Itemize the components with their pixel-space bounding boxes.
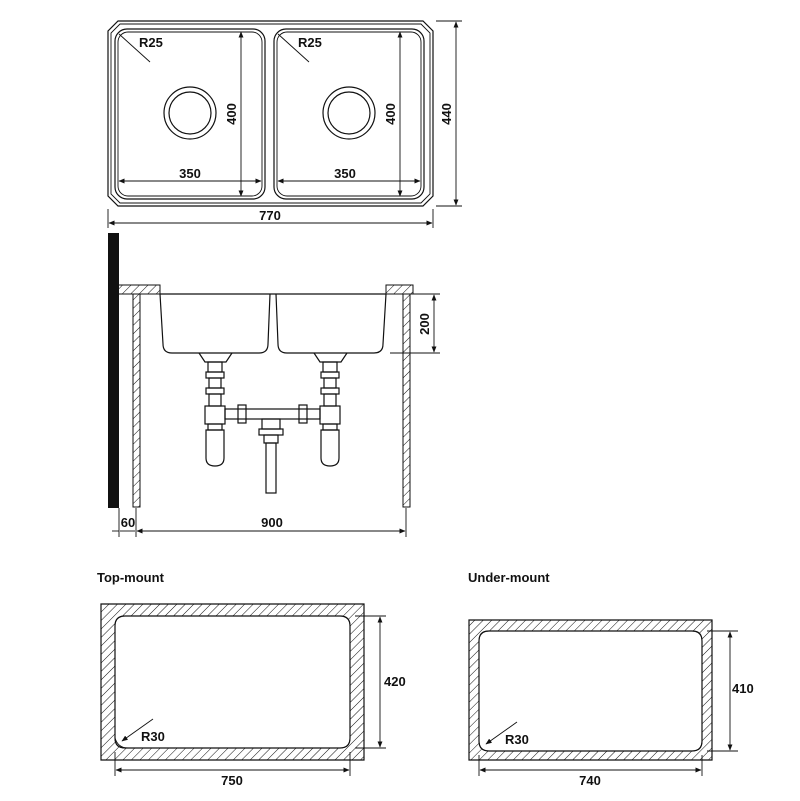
top-mount-height-label: 420 [384, 674, 406, 689]
cabinet-panel-right [402, 293, 411, 508]
sink-top-view: R25 400 350 R25 400 350 770 440 [107, 20, 462, 228]
total-width-label: 770 [259, 208, 281, 223]
right-drain-assembly [313, 352, 348, 467]
top-mount-title: Top-mount [97, 570, 165, 585]
cabinet-panel-left [132, 293, 141, 508]
left-bowl: R25 400 350 [114, 28, 266, 200]
under-mount-width-label: 740 [579, 773, 601, 788]
top-mount-cutout: Top-mount R30 420 750 [97, 570, 406, 788]
depth-label: 200 [417, 313, 432, 335]
right-bowl: R25 400 350 [273, 28, 425, 200]
left-radius-leader [118, 33, 151, 63]
countertop-right [385, 284, 414, 295]
sink-outer-outline [107, 20, 434, 207]
countertop-left [117, 284, 161, 295]
left-bowl-height-label: 400 [224, 103, 239, 125]
left-drain-assembly [198, 352, 233, 467]
waste-pipe [224, 404, 321, 494]
under-mount-title: Under-mount [468, 570, 550, 585]
top-mount-radius-label: R30 [141, 729, 165, 744]
total-height-label: 440 [439, 103, 454, 125]
right-radius-leader [277, 33, 310, 63]
under-mount-cutout: Under-mount R30 410 740 [468, 570, 754, 788]
left-bowl-section [159, 293, 271, 354]
under-mount-height-label: 410 [732, 681, 754, 696]
wall [108, 233, 119, 508]
top-mount-width-label: 750 [221, 773, 243, 788]
right-drain [322, 86, 376, 140]
cabinet-width-label: 900 [261, 515, 283, 530]
under-mount-radius-label: R30 [505, 732, 529, 747]
right-bowl-height-label: 400 [383, 103, 398, 125]
wall-gap-label: 60 [121, 515, 135, 530]
left-radius-label: R25 [139, 35, 163, 50]
left-bowl-width-label: 350 [179, 166, 201, 181]
right-bowl-section [275, 293, 387, 354]
left-drain [163, 86, 217, 140]
sink-side-view: 200 60 900 [108, 233, 440, 537]
right-bowl-width-label: 350 [334, 166, 356, 181]
under-mount-radius-leader [485, 721, 518, 745]
right-radius-label: R25 [298, 35, 322, 50]
top-mount-radius-leader [121, 718, 154, 742]
